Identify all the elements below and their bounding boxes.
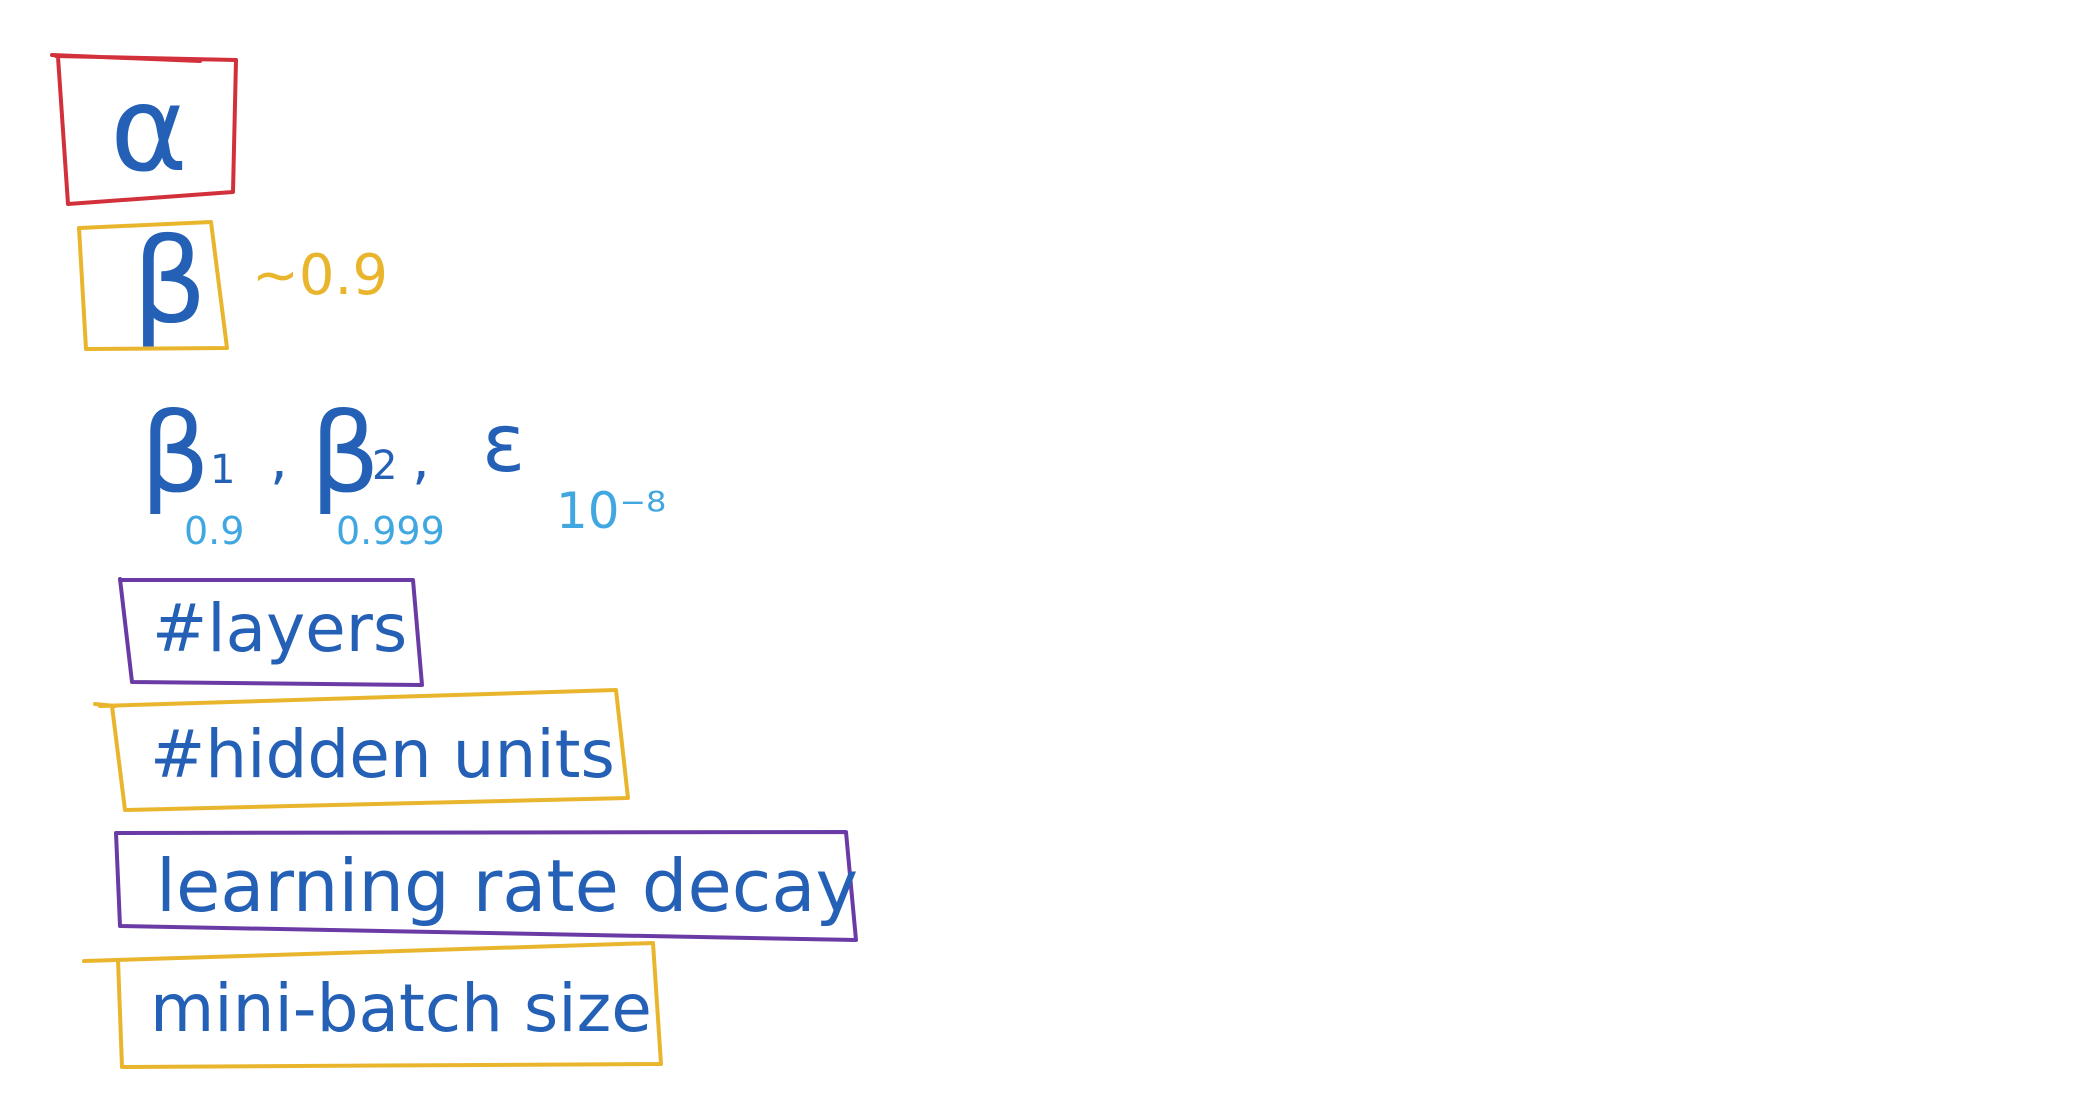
adam-separator-1: , <box>270 427 288 492</box>
mini-batch-box <box>82 941 663 1069</box>
beta2-symbol: β <box>310 389 381 517</box>
layers-label: #layers <box>152 590 408 667</box>
mini-batch-label: mini-batch size <box>150 970 652 1047</box>
beta1-value: 0.9 <box>184 509 245 553</box>
beta1-symbol: β <box>140 389 211 517</box>
beta-symbol: β <box>132 212 208 350</box>
beta-note: ~0.9 <box>252 243 388 308</box>
beta1-index: 1 <box>210 447 236 493</box>
beta2-value: 0.999 <box>336 509 445 553</box>
beta-box <box>77 220 229 351</box>
hidden-units-label: #hidden units <box>150 716 615 793</box>
hidden-units-box <box>93 688 630 812</box>
adam-separator-2: , <box>412 427 430 492</box>
beta2-index: 2 <box>372 443 398 489</box>
epsilon-value: 10⁻⁸ <box>556 482 667 540</box>
layers-box <box>118 577 424 687</box>
lr-decay-label: learning rate decay <box>156 844 859 928</box>
epsilon-symbol: ε <box>482 397 526 490</box>
alpha-box <box>50 53 238 206</box>
alpha-symbol: α <box>110 60 188 198</box>
lr-decay-box <box>114 830 858 942</box>
